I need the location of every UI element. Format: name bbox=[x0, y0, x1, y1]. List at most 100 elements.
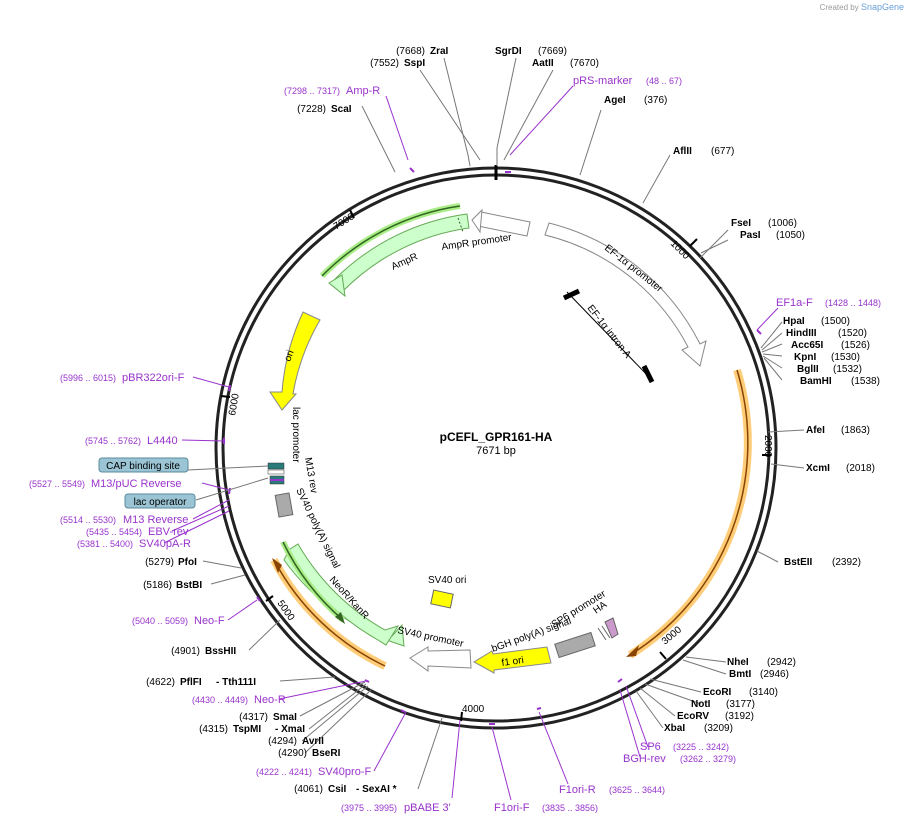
primer-leader-lines bbox=[163, 85, 779, 801]
primer-labels: (7298 .. 7317) Amp-R pRS-marker (48 .. 6… bbox=[29, 75, 881, 814]
site-aflii: AflII bbox=[673, 146, 692, 157]
credit-brand: SnapGene bbox=[860, 2, 904, 12]
cap-binding-site-box: CAP binding site bbox=[98, 457, 189, 473]
site-acc65i-pos: (1526) bbox=[841, 340, 870, 351]
site-bglii: BglII bbox=[797, 364, 819, 375]
site-pfoi: PfoI bbox=[178, 557, 197, 568]
primer-ampr-pos: (7298 .. 7317) bbox=[284, 86, 340, 96]
site-bsteii-pos: (2392) bbox=[832, 557, 861, 568]
ef1a-intron-label: EF-1α intron A bbox=[585, 303, 633, 361]
sv40-promoter-label: SV40 promoter bbox=[396, 625, 465, 650]
site-avrii-pos: (4294) bbox=[268, 736, 297, 747]
primer-ampr: Amp-R bbox=[346, 85, 380, 97]
primer-pbabe3: pBABE 3' bbox=[404, 802, 451, 814]
orange-arc-left bbox=[270, 558, 387, 670]
neor-feature: NeoR/KanR bbox=[280, 540, 405, 647]
lac-operator-label: lac operator bbox=[134, 497, 187, 508]
f1-ori-feature: f1 ori bbox=[473, 646, 552, 674]
ef1a-intron-feature: EF-1α intron A bbox=[562, 288, 655, 384]
sv40-ori-feature: SV40 ori bbox=[428, 575, 466, 609]
primer-ef1a-f-pos: (1428 .. 1448) bbox=[825, 298, 881, 308]
ori-label: ori bbox=[282, 349, 296, 363]
site-bsshii: BssHII bbox=[205, 646, 236, 657]
primer-neo-f-pos: (5040 .. 5059) bbox=[132, 616, 188, 626]
primer-pbr322ori-f: pBR322ori-F bbox=[122, 372, 185, 384]
site-bstbi-pos: (5186) bbox=[143, 580, 172, 591]
primer-ebv-rev-pos: (5435 .. 5454) bbox=[86, 527, 142, 537]
site-smai-pos: (4317) bbox=[239, 712, 268, 723]
site-kpni-pos: (1530) bbox=[831, 352, 860, 363]
primer-m13rev-pos: (5514 .. 5530) bbox=[60, 515, 116, 525]
site-avrii: AvrII bbox=[302, 736, 324, 747]
site-fsei: FseI bbox=[731, 218, 751, 229]
ori-feature: ori bbox=[269, 311, 321, 411]
primer-sv40pro-f-pos: (4222 .. 4241) bbox=[256, 767, 312, 777]
site-tspmi-pos: (4315) bbox=[199, 724, 228, 735]
primer-sv40pa-r-pos: (5381 .. 5400) bbox=[77, 539, 133, 549]
primer-f1ori-r-pos: (3625 .. 3644) bbox=[609, 785, 665, 795]
site-afei: AfeI bbox=[806, 425, 825, 436]
primer-f1ori-f: F1ori-F bbox=[494, 802, 530, 814]
enzyme-labels: (7668) ZraI (7552) SspI SgrDI (7669) Aat… bbox=[143, 46, 880, 795]
tick-2000: 2000 bbox=[762, 435, 773, 458]
site-bamhi-pos: (1538) bbox=[851, 376, 880, 387]
site-agei-pos: (376) bbox=[644, 95, 667, 106]
site-afei-pos: (1863) bbox=[841, 425, 870, 436]
snapgene-credit: Created by SnapGene bbox=[820, 2, 904, 12]
plasmid-name: pCEFL_GPR161-HA bbox=[440, 430, 553, 444]
sv40-promoter-feature: SV40 promoter bbox=[396, 625, 472, 672]
primer-pbabe3-pos: (3975 .. 3995) bbox=[341, 803, 397, 813]
primer-bgh-rev-pos: (3262 .. 3279) bbox=[680, 754, 736, 764]
site-hpai: HpaI bbox=[783, 316, 805, 327]
plasmid-length: 7671 bp bbox=[476, 445, 516, 457]
site-pflfi-pos: (4622) bbox=[146, 677, 175, 688]
site-nhei: NheI bbox=[727, 657, 749, 668]
site-pfoi-pos: (5279) bbox=[145, 557, 174, 568]
site-bseri-pos: (4290) bbox=[278, 748, 307, 759]
site-hindiii: HindIII bbox=[786, 328, 817, 339]
site-tspmi-extra: - XmaI bbox=[275, 724, 305, 735]
site-ecori: EcoRI bbox=[703, 687, 732, 698]
primer-neo-r-pos: (4430 .. 4449) bbox=[192, 695, 248, 705]
lac-operator-box: lac operator bbox=[124, 493, 196, 509]
site-sspi: SspI bbox=[404, 58, 425, 69]
site-aflii-pos: (677) bbox=[711, 146, 734, 157]
site-bmti: BmtI bbox=[729, 669, 751, 680]
tick-6000: 6000 bbox=[220, 392, 242, 417]
primer-m13puc: M13/pUC Reverse bbox=[91, 478, 181, 490]
site-aatii: AatII bbox=[532, 58, 554, 69]
orange-arc-right bbox=[626, 368, 752, 659]
site-sgrdi-pos: (7669) bbox=[538, 46, 567, 57]
primer-l4440-pos: (5745 .. 5762) bbox=[85, 436, 141, 446]
site-scai-pos: (7228) bbox=[297, 104, 326, 115]
site-bsteii: BstEII bbox=[784, 557, 813, 568]
site-bamhi: BamHI bbox=[800, 376, 832, 387]
sp6-ha-feature: SP6 promoter HA bbox=[550, 588, 619, 641]
site-sgrdi: SgrDI bbox=[495, 46, 522, 57]
ampr-promoter-label: AmpR promoter bbox=[441, 232, 513, 253]
primer-m13rev: M13 Reverse bbox=[123, 514, 188, 526]
site-noti-pos: (3177) bbox=[726, 699, 755, 710]
site-smai: SmaI bbox=[273, 712, 297, 723]
site-bseri: BseRI bbox=[312, 748, 341, 759]
backbone-markers bbox=[223, 167, 762, 725]
primer-ebv-rev: EBV-rev bbox=[148, 526, 189, 538]
sv40-ori-label: SV40 ori bbox=[428, 575, 466, 586]
site-ecorv: EcoRV bbox=[677, 711, 709, 722]
primer-pbr322ori-f-pos: (5996 .. 6015) bbox=[60, 373, 116, 383]
tick-6000-label: 6000 bbox=[227, 392, 242, 416]
site-fsei-pos: (1006) bbox=[768, 218, 797, 229]
primer-l4440: L4440 bbox=[147, 435, 178, 447]
site-csii-extra: - SexAI * bbox=[356, 784, 397, 795]
site-pflfi-extra: - Tth111I bbox=[216, 677, 256, 688]
tick-2000-label: 2000 bbox=[762, 435, 773, 458]
site-noti: NotI bbox=[691, 699, 711, 710]
primer-prs-marker: pRS-marker bbox=[573, 75, 633, 87]
site-xcmi-pos: (2018) bbox=[846, 463, 875, 474]
lac-region: lac promoter M13 rev bbox=[267, 407, 319, 494]
site-zrai-pos: (7668) bbox=[396, 46, 425, 57]
site-xcmi: XcmI bbox=[806, 463, 830, 474]
ampr-label: AmpR bbox=[390, 251, 420, 272]
site-agei: AgeI bbox=[604, 95, 626, 106]
